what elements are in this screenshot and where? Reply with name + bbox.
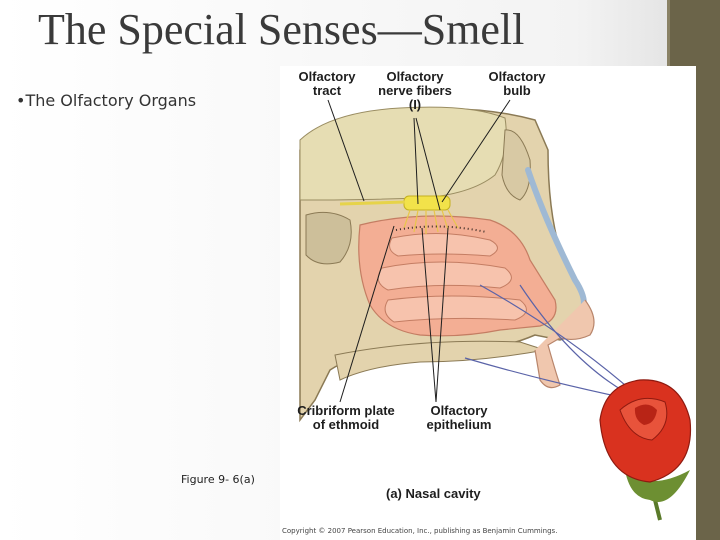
label-olfactory-epithelium: Olfactory epithelium (414, 404, 504, 432)
label-nerve-fibers-line1: Olfactory (386, 69, 444, 84)
rose-sepal (625, 470, 690, 502)
label-olfactory-tract-line1: Olfactory (298, 69, 356, 84)
olfactory-bulb-shape (403, 195, 451, 211)
superior-concha (389, 233, 498, 257)
frontal-sinus (501, 129, 531, 201)
label-olfactory-bulb-line1: Olfactory (488, 69, 546, 84)
leader-lines (327, 99, 511, 403)
label-nerve-fibers-line3: (I) (408, 97, 422, 112)
label-olfactory-bulb: Olfactory bulb (478, 70, 556, 98)
copyright-notice: Copyright © 2007 Pearson Education, Inc.… (282, 527, 558, 535)
label-cribriform-line1: Cribriform plate (297, 403, 395, 418)
figure-caption: (a) Nasal cavity (386, 486, 481, 501)
label-olfactory-tract: Olfactory tract (288, 70, 366, 98)
label-cribriform-plate: Cribriform plate of ethmoid (284, 404, 408, 432)
label-olfactory-nerve-fibers: Olfactory nerve fibers (I) (368, 70, 462, 112)
slide-title: The Special Senses—Smell (38, 5, 525, 54)
label-epithelium-line1: Olfactory (430, 403, 488, 418)
nerve-fibers (403, 209, 459, 234)
label-epithelium-line2: epithelium (426, 417, 492, 432)
rose-illustration (599, 379, 692, 521)
hard-palate (334, 340, 546, 381)
olfactory-epithelium-shape (395, 225, 487, 233)
bullet-text: •The Olfactory Organs (16, 91, 197, 110)
label-nerve-fibers-line2: nerve fibers (378, 83, 452, 98)
figure-reference: Figure 9- 6(a) (181, 473, 255, 486)
label-cribriform-line2: of ethmoid (312, 417, 380, 432)
nose-tip (534, 299, 595, 389)
airflow-arrows (464, 284, 626, 399)
label-olfactory-tract-line2: tract (312, 83, 342, 98)
olfactory-tract-shape (339, 200, 406, 206)
sphenoid-sinus (305, 211, 352, 265)
brain-region (299, 106, 507, 201)
rose-petal-center (634, 404, 657, 425)
inferior-concha (384, 295, 527, 323)
label-olfactory-bulb-line2: bulb (503, 83, 531, 98)
